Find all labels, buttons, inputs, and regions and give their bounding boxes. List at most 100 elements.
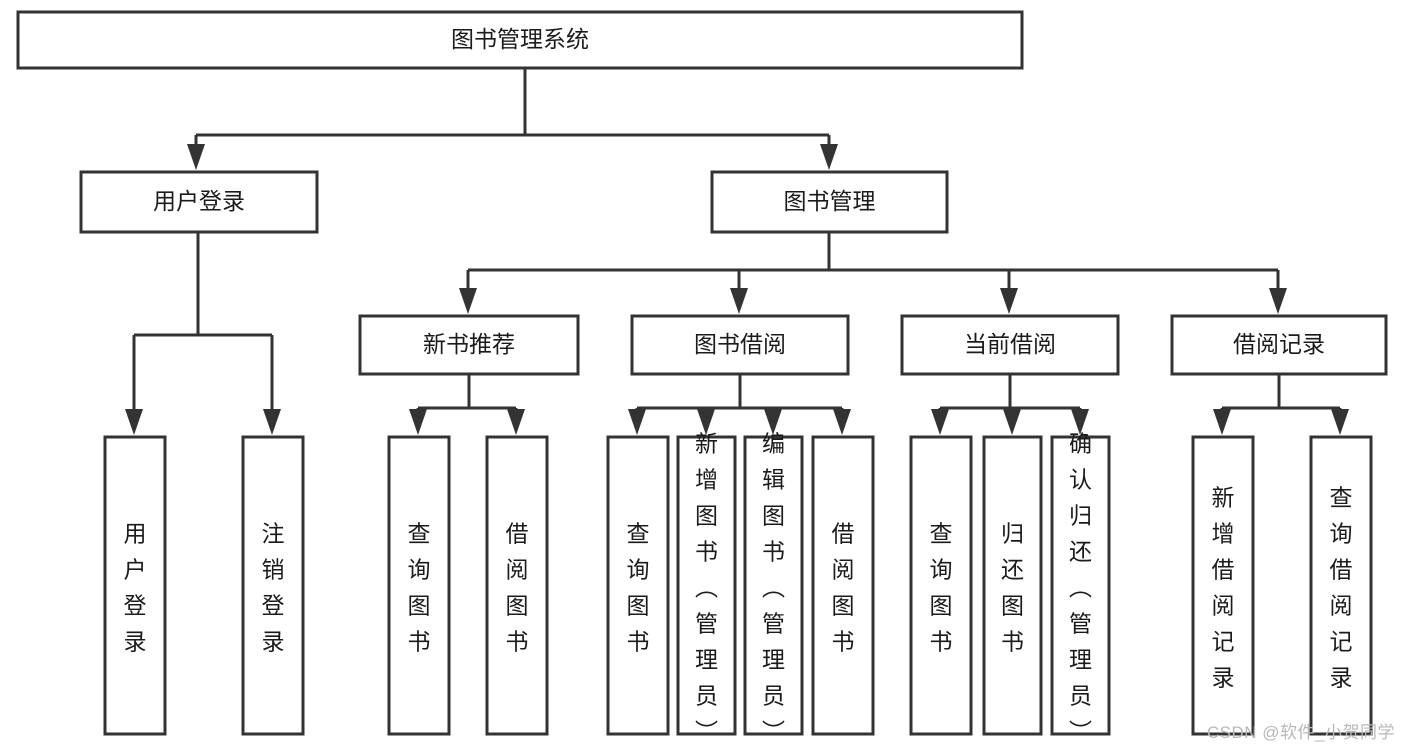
arrowhead-icon (409, 409, 427, 435)
node-label-book-manage: 图书管理 (784, 188, 876, 214)
arrowhead-icon (1331, 409, 1349, 435)
node-label-leaf-query-book-1: 查询图书 (408, 521, 431, 655)
arrowhead-icon (820, 144, 838, 170)
node-label-leaf-logout: 注销登录 (262, 521, 285, 655)
node-leaf-add-book[interactable]: 新增图书︵管理员︶ (676, 431, 737, 745)
arrowhead-icon (1213, 409, 1231, 435)
node-leaf-borrow-book-2[interactable]: 借阅图书 (811, 435, 875, 736)
connector-c-current-a3 (1071, 408, 1089, 435)
node-box-borrow-record (1170, 314, 1388, 376)
connector-c-manage-a4 (1269, 270, 1287, 314)
connector-c-borrow-a2 (697, 408, 715, 435)
node-box-leaf-borrow-book-1 (485, 435, 549, 736)
arrowhead-icon (1003, 409, 1021, 435)
node-leaf-borrow-book-1[interactable]: 借阅图书 (485, 435, 549, 736)
connector-layer (125, 68, 1349, 435)
node-label-root: 图书管理系统 (451, 26, 589, 52)
node-book-manage[interactable]: 图书管理 (710, 170, 949, 234)
connector-c-borrow-a3 (764, 408, 782, 435)
node-box-new-book-rec (358, 314, 580, 376)
node-leaf-confirm-return[interactable]: 确认归还︵管理员︶ (1050, 431, 1111, 745)
node-label-leaf-borrow-book-2: 借阅图书 (832, 521, 855, 655)
connector-c-root-to-manage (820, 135, 838, 170)
arrowhead-icon (628, 409, 646, 435)
node-label-leaf-borrow-book-1: 借阅图书 (506, 521, 529, 655)
node-box-leaf-add-record (1191, 435, 1255, 736)
node-label-leaf-query-book-2: 查询图书 (627, 521, 650, 655)
connector-c-record-a1 (1213, 408, 1231, 435)
node-leaf-query-book-3[interactable]: 查询图书 (909, 435, 973, 736)
arrowhead-icon (931, 409, 949, 435)
node-current-borrow[interactable]: 当前借阅 (900, 314, 1120, 376)
node-borrow-record[interactable]: 借阅记录 (1170, 314, 1388, 376)
connector-c-borrow-a4 (833, 408, 851, 435)
node-box-leaf-query-book-3 (909, 435, 973, 736)
node-label-leaf-return-book: 归还图书 (1001, 521, 1024, 655)
arrowhead-icon (263, 409, 281, 435)
node-box-leaf-borrow-book-2 (811, 435, 875, 736)
arrowhead-icon (833, 409, 851, 435)
node-leaf-query-record[interactable]: 查询借阅记录 (1309, 435, 1373, 736)
connector-c-borrow-a1 (628, 408, 646, 435)
node-label-leaf-add-book: 新增图书︵管理员︶ (695, 431, 718, 745)
node-user-login[interactable]: 用户登录 (79, 170, 319, 234)
node-box-book-manage (710, 170, 949, 234)
node-box-current-borrow (900, 314, 1120, 376)
node-root[interactable]: 图书管理系统 (16, 10, 1024, 70)
connector-c-login-a2 (263, 335, 281, 435)
node-label-leaf-query-book-3: 查询图书 (930, 521, 953, 655)
node-box-leaf-query-book-2 (606, 435, 670, 736)
arrowhead-icon (1000, 288, 1018, 314)
node-label-new-book-rec: 新书推荐 (423, 331, 515, 357)
node-label-book-borrow: 图书借阅 (694, 331, 786, 357)
node-book-borrow[interactable]: 图书借阅 (630, 314, 850, 376)
node-leaf-return-book[interactable]: 归还图书 (982, 435, 1043, 736)
arrowhead-icon (187, 144, 205, 170)
node-leaf-user-login[interactable]: 用户登录 (103, 435, 167, 736)
node-label-current-borrow: 当前借阅 (964, 331, 1056, 357)
arrowhead-icon (697, 409, 715, 435)
node-box-root (16, 10, 1024, 70)
node-label-leaf-add-record: 新增借阅记录 (1212, 485, 1235, 691)
node-new-book-rec[interactable]: 新书推荐 (358, 314, 580, 376)
node-label-leaf-confirm-return: 确认归还︵管理员︶ (1069, 431, 1092, 745)
node-label-leaf-query-record: 查询借阅记录 (1330, 485, 1353, 691)
node-box-book-borrow (630, 314, 850, 376)
connector-c-root-to-login (187, 135, 205, 170)
arrowhead-icon (125, 409, 143, 435)
node-label-leaf-edit-book: 编辑图书︵管理员︶ (762, 431, 785, 745)
arrowhead-icon (507, 409, 525, 435)
node-box-leaf-edit-book (743, 435, 804, 736)
csdn-watermark: CSDN @软件_小贺同学 (1206, 723, 1395, 742)
arrowhead-icon (1269, 288, 1287, 314)
connector-c-rec-a2 (507, 408, 525, 435)
arrowhead-icon (764, 409, 782, 435)
connector-c-current-a2 (1003, 408, 1021, 435)
arrowhead-icon (1071, 409, 1089, 435)
node-box-leaf-user-login (103, 435, 167, 736)
node-leaf-edit-book[interactable]: 编辑图书︵管理员︶ (743, 431, 804, 745)
node-box-user-login (79, 170, 319, 234)
node-box-leaf-query-record (1309, 435, 1373, 736)
connector-c-manage-a2 (730, 270, 748, 314)
connector-c-login-a1 (125, 335, 143, 435)
arrowhead-icon (730, 288, 748, 314)
node-leaf-logout[interactable]: 注销登录 (241, 435, 305, 736)
node-label-leaf-user-login: 用户登录 (124, 521, 147, 655)
node-label-borrow-record: 借阅记录 (1233, 331, 1325, 357)
node-leaf-add-record[interactable]: 新增借阅记录 (1191, 435, 1255, 736)
connector-c-manage-a1 (459, 270, 477, 314)
connector-c-rec-a1 (409, 408, 427, 435)
connector-c-manage-a3 (1000, 270, 1018, 314)
node-box-leaf-add-book (676, 435, 737, 736)
node-leaf-query-book-1[interactable]: 查询图书 (387, 435, 451, 736)
node-layer: 图书管理系统用户登录图书管理新书推荐图书借阅当前借阅借阅记录用户登录注销登录查询… (16, 10, 1388, 745)
connector-c-record-a2 (1331, 408, 1349, 435)
node-box-leaf-logout (241, 435, 305, 736)
node-label-user-login: 用户登录 (153, 188, 245, 214)
node-box-leaf-return-book (982, 435, 1043, 736)
connector-c-current-a1 (931, 408, 949, 435)
node-leaf-query-book-2[interactable]: 查询图书 (606, 435, 670, 736)
